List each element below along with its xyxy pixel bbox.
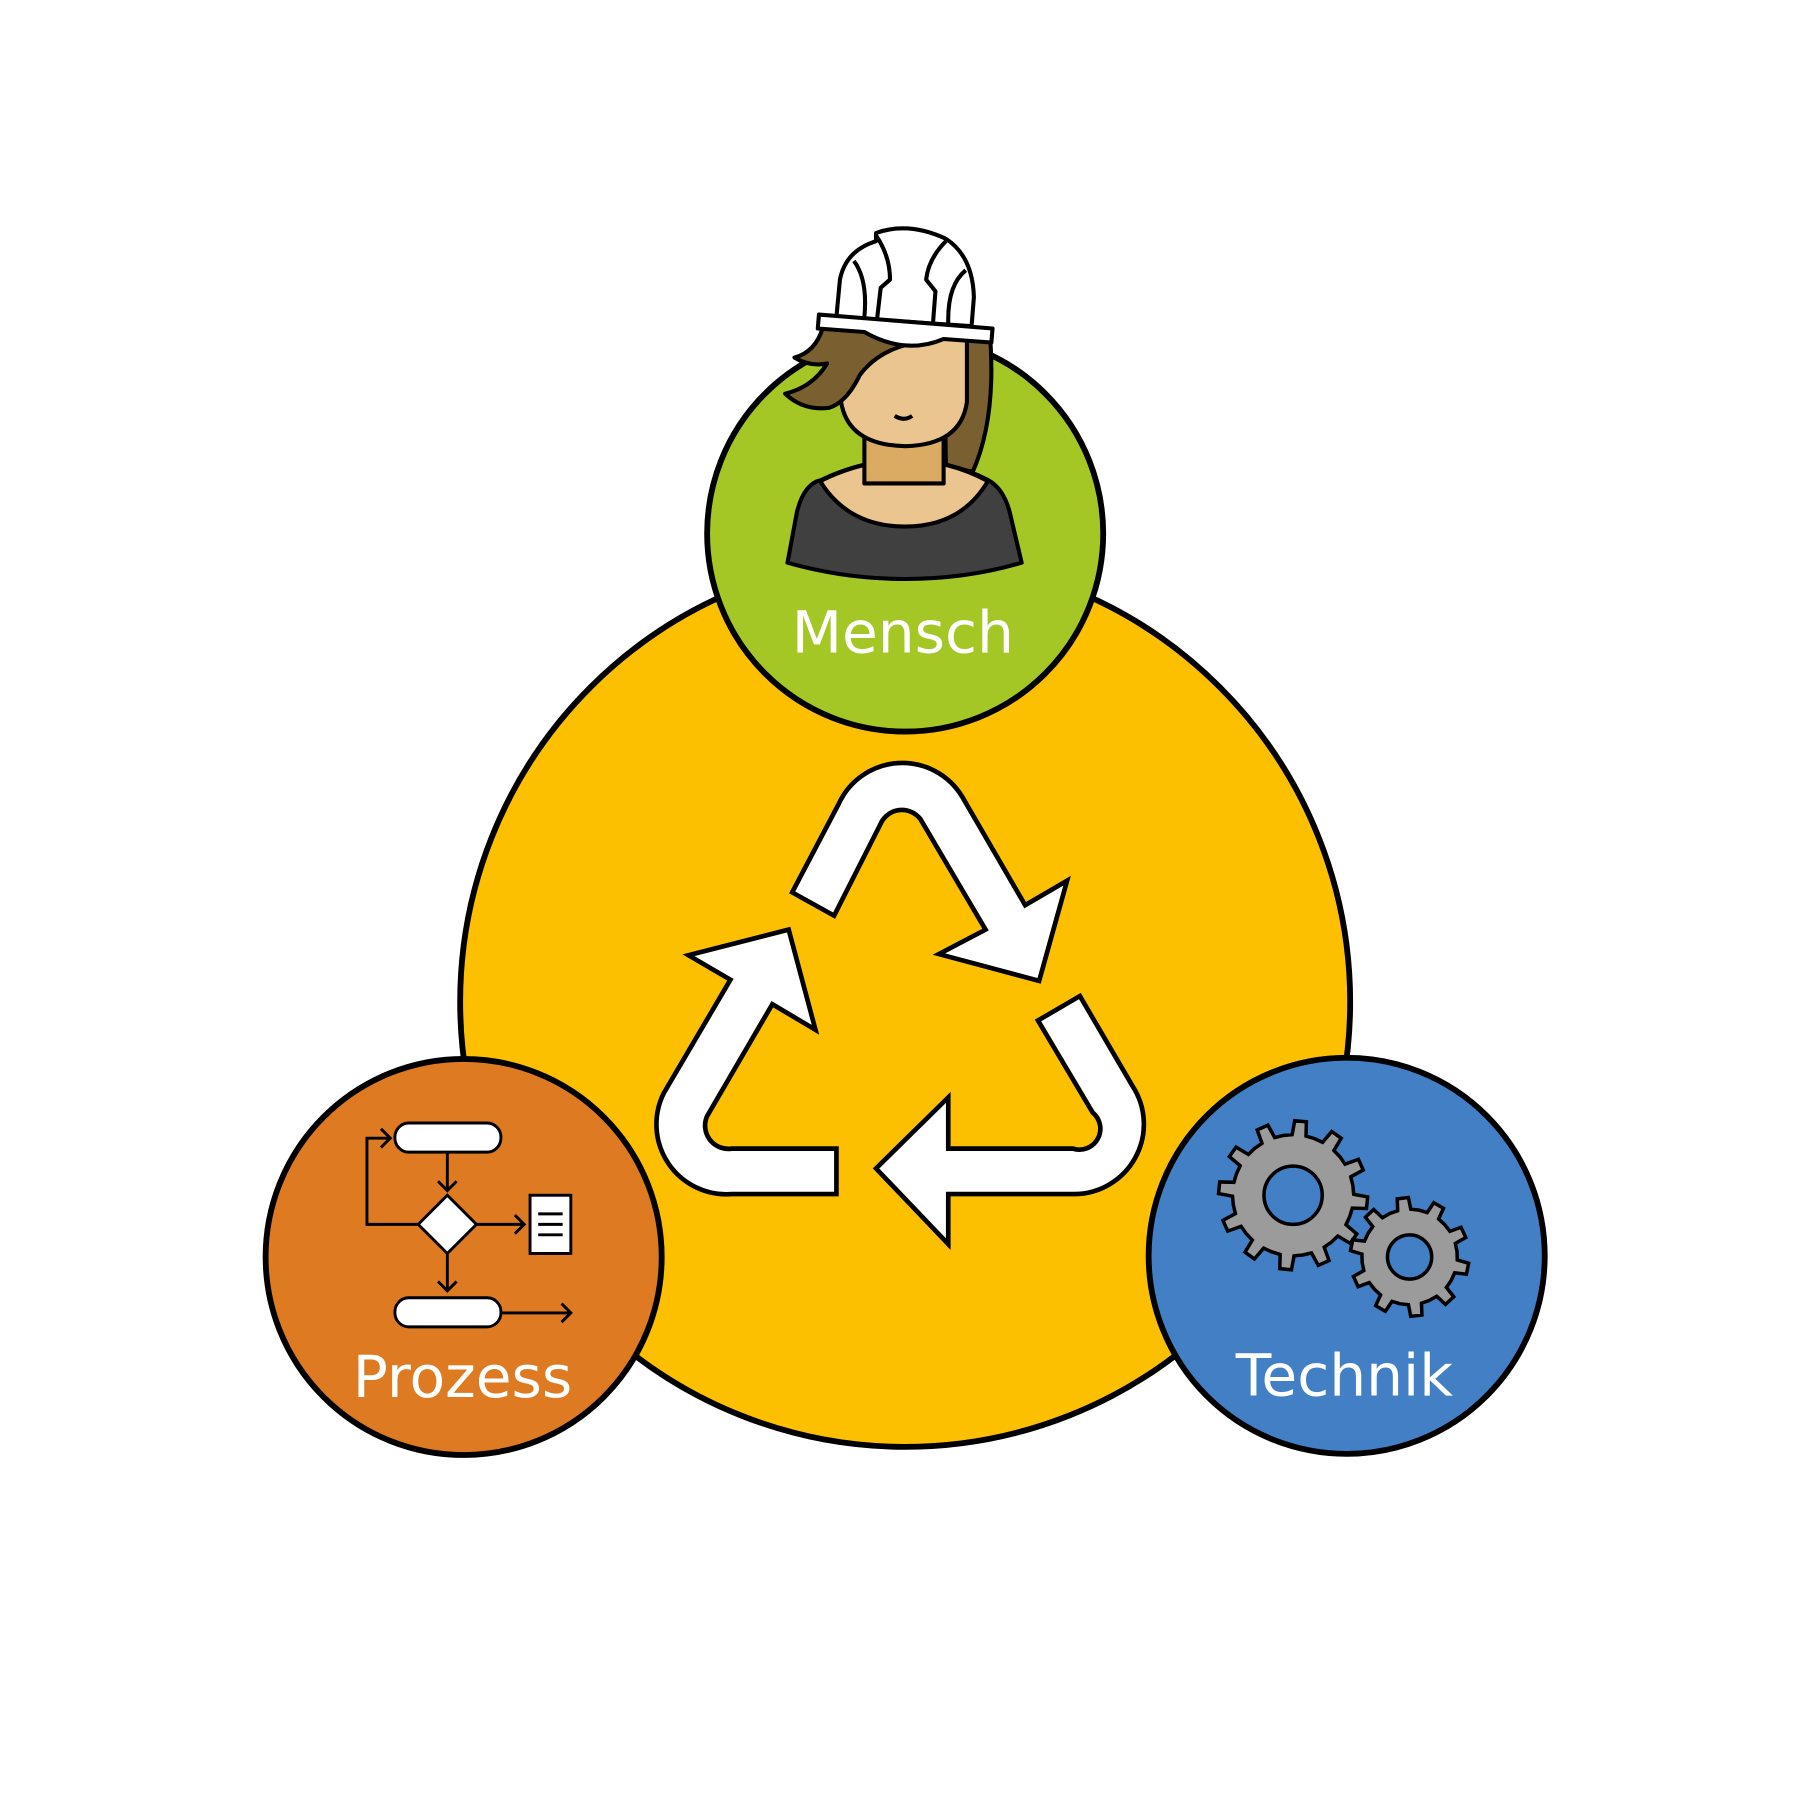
small-gear-hole xyxy=(1385,1233,1434,1281)
top-arrow xyxy=(789,760,1071,984)
mensch-label: Mensch xyxy=(792,598,1014,666)
recycle-cycle-arrows-icon xyxy=(654,760,1147,1250)
gears-icon xyxy=(1216,1118,1471,1319)
hat-brim xyxy=(815,312,995,348)
mouth xyxy=(893,414,914,421)
right-arrow xyxy=(872,992,1147,1250)
technik-label: Technik xyxy=(1235,1342,1454,1410)
prozess-label: Prozess xyxy=(353,1343,572,1411)
large-gear-hole xyxy=(1262,1164,1324,1227)
flow-start xyxy=(393,1121,503,1154)
hat-ribs xyxy=(852,234,968,324)
flow-end xyxy=(393,1296,503,1329)
worker-with-hard-hat-icon xyxy=(783,226,1024,582)
hair-front xyxy=(783,326,909,411)
face xyxy=(839,335,969,449)
left-arrow xyxy=(654,926,839,1197)
flowchart-icon xyxy=(365,1121,573,1329)
prozess-circle xyxy=(262,1056,665,1458)
flow-lines xyxy=(365,1127,573,1324)
hard-hat xyxy=(834,226,976,329)
